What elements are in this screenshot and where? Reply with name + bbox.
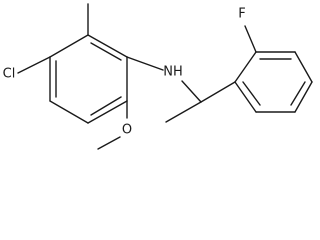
nitrogen-to-ch-bond <box>181 80 202 103</box>
ch-methyl-bond <box>165 101 202 123</box>
ring-b-bond-1 <box>234 51 257 83</box>
ring-a-bond-3 <box>87 100 128 124</box>
fluorine-label: F <box>238 7 245 22</box>
ring-a-double-2 <box>90 96 122 116</box>
ring-a-bond-4 <box>49 100 89 124</box>
ring-a-bond-6 <box>49 34 89 58</box>
chloro-bond <box>17 56 51 74</box>
ring-b-double-3 <box>242 81 261 106</box>
ring-b-double-2 <box>290 81 306 106</box>
ch-to-ring-bond <box>200 81 236 103</box>
ring-a-bond-1 <box>87 34 128 58</box>
ring-b-bond-4 <box>294 81 313 113</box>
fluorophenyl-ring <box>234 51 313 113</box>
chlorine-label: Cl <box>3 67 16 82</box>
ring-to-nitrogen-bond <box>126 56 164 71</box>
methoxy-bond-2 <box>97 136 121 150</box>
amine-label: NH <box>163 65 183 80</box>
ring-b-bond-6 <box>234 81 257 113</box>
chemical-structure: Cl O NH F <box>3 3 313 150</box>
aniline-ring <box>49 34 128 124</box>
oxygen-label: O <box>122 123 132 138</box>
ring-a-double-1 <box>90 42 122 61</box>
fluoro-bond <box>244 25 257 53</box>
ring-b-bond-3 <box>294 51 313 83</box>
